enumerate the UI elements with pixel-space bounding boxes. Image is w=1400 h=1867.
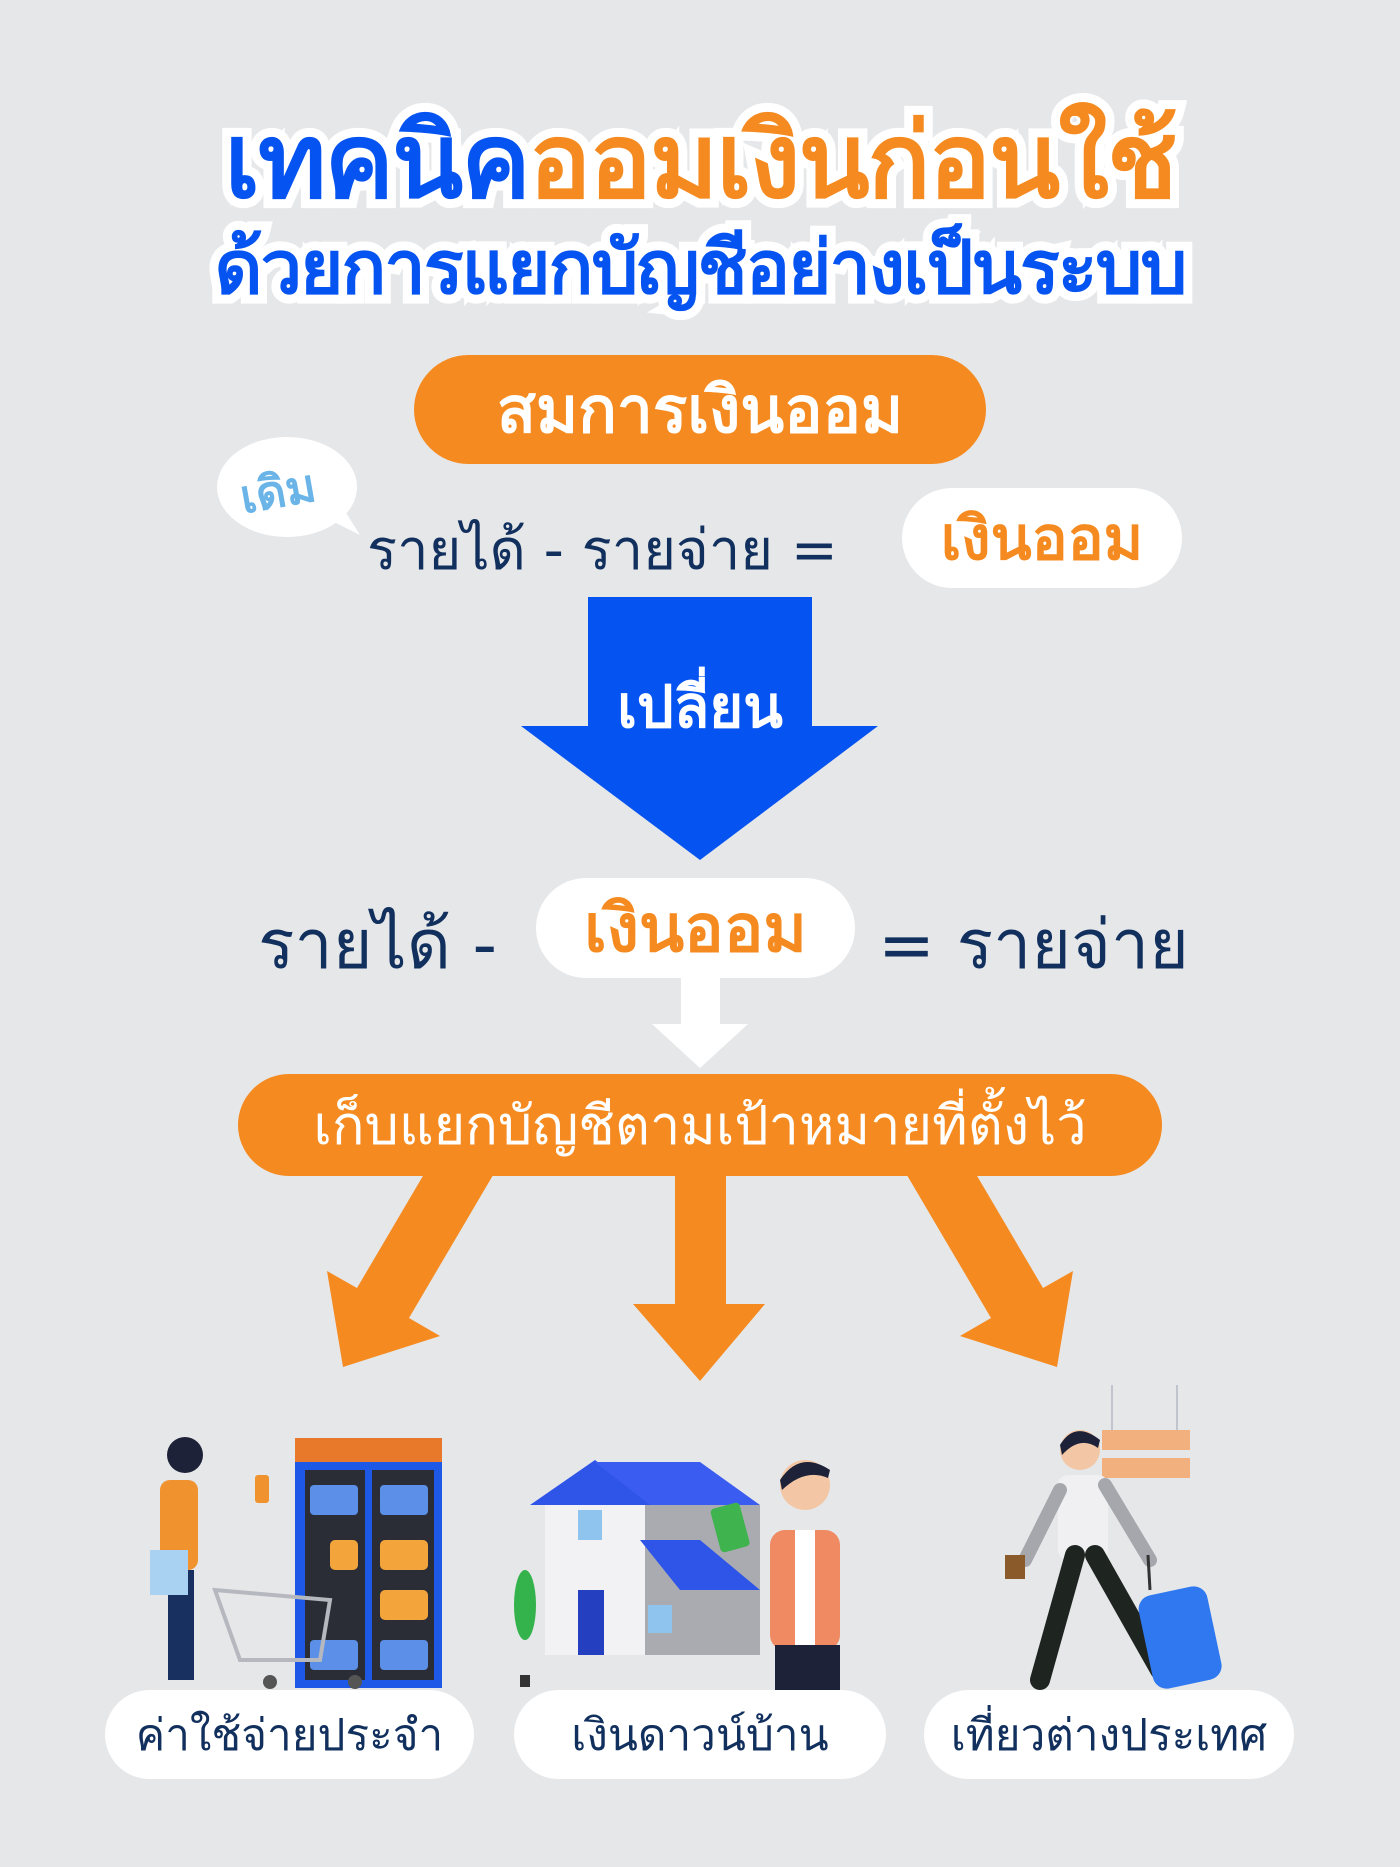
arrow-to-house xyxy=(633,1150,765,1381)
goal-pill-house: เงินดาวน์บ้าน xyxy=(514,1690,886,1779)
down-arrow-white xyxy=(652,976,748,1068)
goal-label: เงินดาวน์บ้าน xyxy=(571,1709,829,1761)
new-formula-right: = รายจ่าย xyxy=(878,906,1190,985)
house-icon xyxy=(514,1460,840,1690)
goal-label: ค่าใช้จ่ายประจำ xyxy=(135,1709,444,1761)
new-formula-savings-pill: เงินออม xyxy=(536,878,855,978)
equation-header-text: สมการเงินออม xyxy=(496,373,904,448)
old-formula-text: รายได้ - รายจ่าย = xyxy=(367,518,838,583)
goal-pill-expenses: ค่าใช้จ่ายประจำ xyxy=(105,1690,474,1779)
travel-suitcase-icon xyxy=(1005,1385,1222,1690)
change-arrow-label: เปลี่ยน xyxy=(617,673,783,741)
page-title-line2: ด้วยการแยกบัญชีอย่างเป็นระบบ xyxy=(206,216,1197,320)
title-blue-part: เทคนิค xyxy=(215,91,539,231)
old-bubble-label: เดิม xyxy=(235,457,320,525)
shopping-cart-icon xyxy=(150,1437,442,1689)
old-formula-result: เงินออม xyxy=(940,503,1144,574)
goal-banner-text: เก็บแยกบัญชีตามเป้าหมายที่ตั้งไว้ xyxy=(313,1094,1087,1157)
old-formula-result-pill: เงินออม xyxy=(902,488,1182,588)
page-title-line1: เทคนิคออมเงินก่อนใช้ xyxy=(0,78,1400,243)
new-formula-left: รายได้ - xyxy=(258,906,498,985)
goal-pill-travel: เที่ยวต่างประเทศ xyxy=(924,1690,1294,1779)
title-orange-part: ออมเงินก่อนใช้ xyxy=(520,91,1187,231)
equation-header-pill: สมการเงินออม xyxy=(414,355,986,464)
new-formula-savings: เงินออม xyxy=(584,889,807,967)
goal-label: เที่ยวต่างประเทศ xyxy=(950,1709,1268,1761)
goal-banner-pill: เก็บแยกบัญชีตามเป้าหมายที่ตั้งไว้ xyxy=(238,1074,1162,1176)
